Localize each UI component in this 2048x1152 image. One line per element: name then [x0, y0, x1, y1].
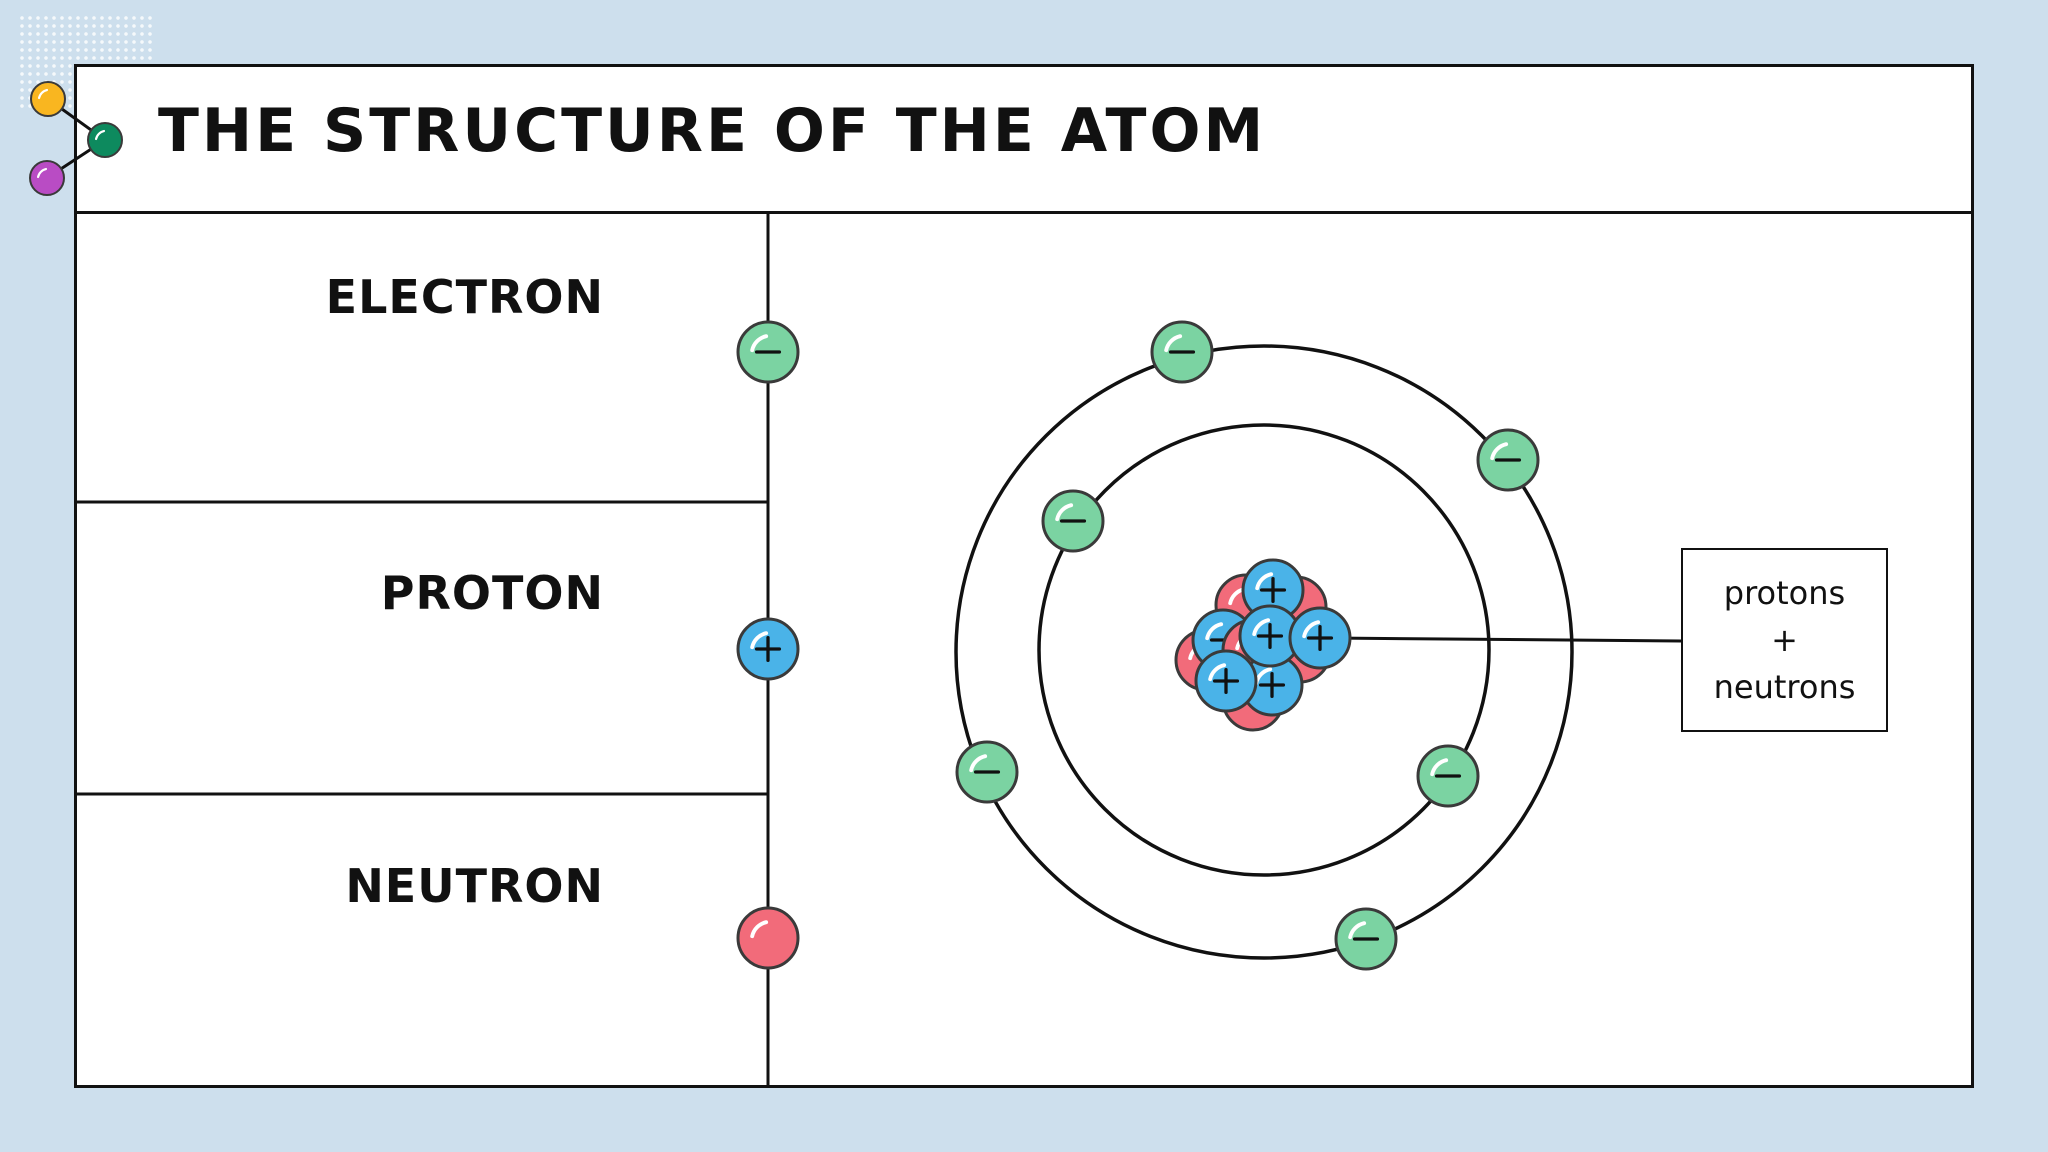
orbit-electron-icon: [955, 740, 1019, 804]
electron-symbol-icon: [736, 320, 800, 384]
orbit-electron-icon: [1041, 489, 1105, 553]
content-frame: [74, 64, 1974, 1088]
logo-atom-green-icon: [87, 122, 123, 158]
orbit-electron-icon: [1476, 428, 1540, 492]
neutron-label: NEUTRON: [345, 859, 604, 913]
neutron-symbol-icon: [736, 906, 800, 970]
proton-label: PROTON: [380, 566, 604, 620]
nucleus-proton-icon: [1288, 606, 1352, 670]
outer-orbit: [954, 344, 1574, 960]
molecule-logo-icon: [29, 81, 123, 196]
particle-table-grid: [75, 213, 770, 1087]
nucleus-label-plus: +: [1771, 620, 1798, 659]
nucleus-proton-icon: [1194, 649, 1258, 713]
orbit-electron-icon: [1416, 744, 1480, 808]
slide-title: THE STRUCTURE OF THE ATOM: [158, 96, 1267, 166]
nucleus-pointer-line: [1329, 636, 1682, 643]
nucleus-label-box: protons + neutrons: [1681, 548, 1888, 732]
logo-atom-yellow-icon: [30, 81, 66, 117]
orbit-electron-icon: [1150, 320, 1214, 384]
nucleus-label-protons: protons: [1723, 573, 1846, 612]
electron-orbits: [954, 344, 1574, 960]
electron-label: ELECTRON: [325, 270, 604, 324]
proton-symbol-icon: [736, 617, 800, 681]
orbit-electron-icon: [1334, 907, 1398, 971]
inner-orbit: [1037, 423, 1491, 877]
header-divider: [74, 211, 1974, 214]
nucleus-label-neutrons: neutrons: [1713, 667, 1856, 706]
logo-atom-purple-icon: [29, 160, 65, 196]
